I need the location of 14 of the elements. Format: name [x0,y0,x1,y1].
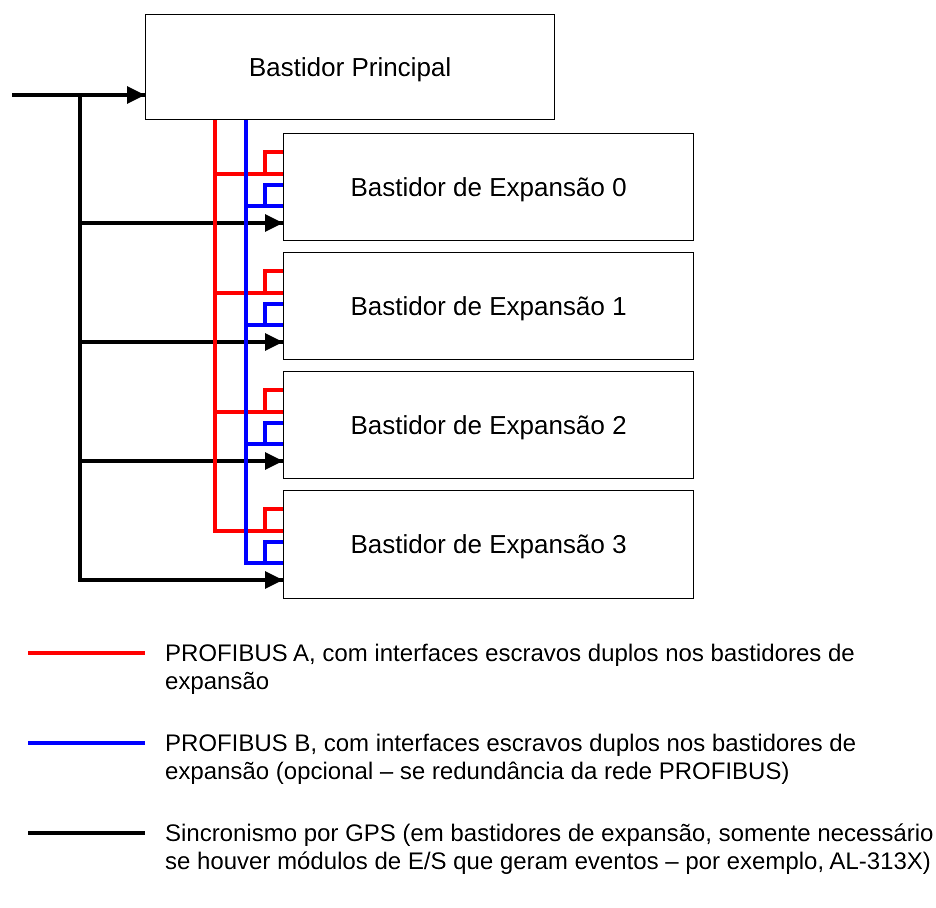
rack-box [283,371,694,479]
rack-label: Bastidor de Expansão 2 [350,410,627,440]
rack-box [145,14,555,120]
rack-box [283,133,694,241]
rack-label: Bastidor de Expansão 3 [350,529,627,560]
rack-label: Bastidor de Expansão 0 [350,172,627,202]
rack-label: Bastidor Principal [248,52,452,82]
rack-label: Bastidor de Expansão 1 [350,290,627,322]
rack-box [283,490,694,599]
connector-line [12,93,283,589]
legend-text: Sincronismo por GPS (em bastidores de expansão, somente necessário se houver módulos de E/S que geram eventos – por exemplo, AL-313X) [165,820,934,876]
legend-text: PROFIBUS A, com interfaces escravos duplos nos bastidores de expansão [165,640,856,696]
rack-box [283,252,694,360]
legend-text: PROFIBUS B, com interfaces escravos duplos nos bastidores de expansão (opcional – se redundância da rede PROFIBUS) [165,730,857,786]
